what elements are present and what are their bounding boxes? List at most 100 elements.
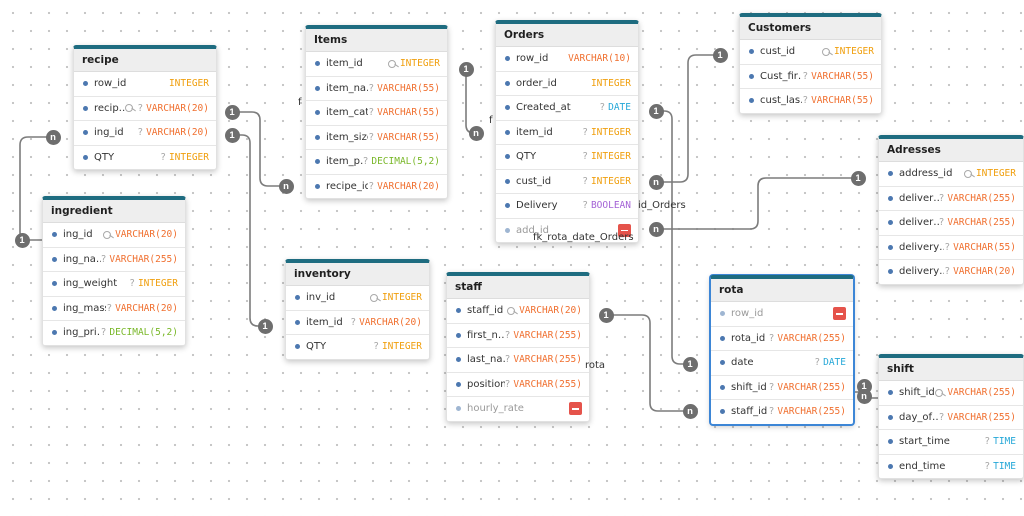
table-title[interactable]: rota <box>711 279 853 302</box>
field-row[interactable]: item_id?INTEGER <box>496 121 638 145</box>
field-row[interactable]: shift_id?VARCHAR(255) <box>711 376 853 400</box>
field-row[interactable]: Created_at?DATE <box>496 96 638 121</box>
field-row[interactable]: cust_id?INTEGER <box>496 170 638 194</box>
field-row[interactable]: item_p…?DECIMAL(5,2) <box>306 150 447 175</box>
nullable-marker: ? <box>350 316 357 328</box>
cardinality-badge-ingredient: 1 <box>14 232 30 248</box>
field-row[interactable]: deliver…?VARCHAR(255) <box>879 211 1023 236</box>
field-row[interactable]: item_na…?VARCHAR(55) <box>306 77 447 101</box>
cardinality-badge-orders-created: 1 <box>648 103 664 119</box>
field-name: item_cat <box>326 107 369 119</box>
field-row[interactable]: delivery…?VARCHAR(20) <box>879 260 1023 284</box>
table-title[interactable]: Orders <box>496 24 638 47</box>
cardinality-badge-staff: 1 <box>598 307 614 323</box>
cardinality-badge-orders-cust: n <box>648 174 664 190</box>
field-row[interactable]: start_time?TIME <box>879 430 1023 455</box>
field-bullet-icon <box>83 105 88 111</box>
field-meta: ?VARCHAR(255) <box>939 217 1023 228</box>
field-name: ing_na… <box>63 253 101 265</box>
table-title[interactable]: inventory <box>286 263 429 286</box>
table-title[interactable]: staff <box>447 276 589 299</box>
field-row[interactable]: recipe_id?VARCHAR(20) <box>306 175 447 199</box>
table-title[interactable]: ingredient <box>43 200 185 223</box>
field-row[interactable]: ing_na…?VARCHAR(255) <box>43 248 185 272</box>
table-title[interactable]: recipe <box>74 49 216 72</box>
field-row[interactable]: hourly_rate <box>447 397 589 421</box>
field-row[interactable]: end_time?TIME <box>879 455 1023 479</box>
field-row[interactable]: ing_id?VARCHAR(20) <box>74 121 216 146</box>
field-row[interactable]: first_n…?VARCHAR(255) <box>447 324 589 348</box>
field-type: VARCHAR(255) <box>513 378 582 390</box>
field-row[interactable]: Cust_fir…?VARCHAR(55) <box>740 65 881 89</box>
field-row[interactable]: add_id <box>496 219 638 243</box>
field-row[interactable]: ing_weight?INTEGER <box>43 272 185 297</box>
delete-field-button[interactable] <box>569 402 582 416</box>
table-customers[interactable]: Customerscust_idINTEGERCust_fir…?VARCHAR… <box>739 13 882 114</box>
field-name: item_na… <box>326 82 368 94</box>
field-bullet-icon <box>505 56 510 62</box>
nullable-marker: ? <box>938 411 945 423</box>
field-row[interactable]: Delivery?BOOLEAN <box>496 194 638 219</box>
field-row[interactable]: item_cat?VARCHAR(55) <box>306 101 447 126</box>
field-row[interactable]: rota_id?VARCHAR(255) <box>711 327 853 351</box>
field-type: VARCHAR(255) <box>947 192 1016 204</box>
nullable-marker: ? <box>137 127 144 139</box>
field-row[interactable]: QTY?INTEGER <box>74 146 216 170</box>
table-title[interactable]: shift <box>879 358 1023 381</box>
field-row[interactable]: recip…?VARCHAR(20) <box>74 97 216 121</box>
delete-field-button[interactable] <box>618 223 631 237</box>
relation-label-items-f: f <box>298 97 302 108</box>
field-row[interactable]: delivery…?VARCHAR(55) <box>879 236 1023 260</box>
field-bullet-icon <box>888 220 893 226</box>
table-adresses[interactable]: Adressesaddress_idINTEGERdeliver…?VARCHA… <box>878 135 1024 285</box>
field-bullet-icon <box>505 154 510 160</box>
field-row[interactable]: item_id?VARCHAR(20) <box>286 311 429 335</box>
field-row[interactable]: date?DATE <box>711 351 853 376</box>
field-name: Cust_fir… <box>760 70 802 82</box>
link-orders-adresses <box>656 177 858 230</box>
table-ingredient[interactable]: ingredienting_idVARCHAR(20)ing_na…?VARCH… <box>42 196 186 346</box>
field-row[interactable]: last_na…?VARCHAR(255) <box>447 348 589 373</box>
field-meta <box>569 402 589 416</box>
field-type: VARCHAR(55) <box>811 95 874 107</box>
field-bullet-icon <box>83 81 88 87</box>
field-row[interactable]: row_id <box>711 302 853 327</box>
field-row[interactable]: staff_id?VARCHAR(255) <box>711 400 853 424</box>
field-row[interactable]: item_size?VARCHAR(55) <box>306 126 447 150</box>
table-title[interactable]: Adresses <box>879 139 1023 162</box>
table-items[interactable]: Itemsitem_idINTEGERitem_na…?VARCHAR(55)i… <box>305 25 448 199</box>
table-title[interactable]: Items <box>306 29 447 52</box>
field-name: delivery… <box>899 266 945 278</box>
field-name: QTY <box>306 341 327 353</box>
field-row[interactable]: QTY?INTEGER <box>286 335 429 359</box>
table-title[interactable]: Customers <box>740 17 881 40</box>
field-row[interactable]: day_of…?VARCHAR(255) <box>879 406 1023 430</box>
field-row[interactable]: ing_pri…?DECIMAL(5,2) <box>43 321 185 345</box>
field-row[interactable]: QTY?INTEGER <box>496 145 638 170</box>
field-row[interactable]: ing_mass?VARCHAR(20) <box>43 297 185 321</box>
field-type: VARCHAR(255) <box>777 332 846 344</box>
field-row[interactable]: position?VARCHAR(255) <box>447 373 589 397</box>
delete-field-button[interactable] <box>833 307 846 321</box>
field-row[interactable]: cust_las…?VARCHAR(55) <box>740 89 881 113</box>
field-row[interactable]: deliver…?VARCHAR(255) <box>879 187 1023 211</box>
field-name: rota_id <box>731 332 766 344</box>
field-meta: ?VARCHAR(55) <box>368 132 447 143</box>
key-icon <box>387 59 396 68</box>
